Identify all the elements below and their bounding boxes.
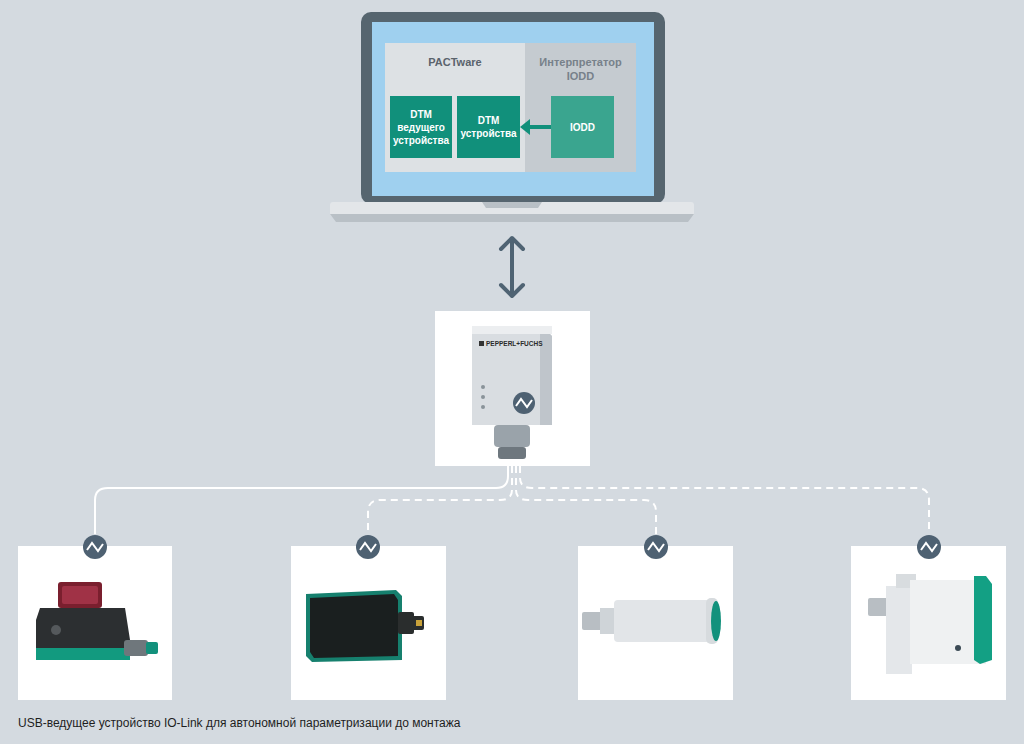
panel-title: PACTware (385, 43, 525, 69)
io-link-icon (83, 535, 941, 559)
sensor-tile (578, 546, 733, 700)
interpreter-panel: Интерпретатор IODD IODD (525, 43, 636, 172)
caption: USB-ведущее устройство IO-Link для автон… (18, 716, 460, 731)
wire (516, 466, 656, 534)
iodd-box: IODD (551, 96, 614, 158)
box-label: DTM ведущего устройства (393, 108, 449, 147)
software-panel: PACTwareDTM ведущего устройства DTM устро… (385, 43, 525, 172)
master-connector (494, 425, 530, 447)
laptop-lid (361, 12, 665, 204)
led (481, 405, 485, 409)
wire (368, 466, 512, 534)
io-link-icon-mark (516, 399, 532, 407)
connector-arrow (520, 119, 551, 135)
box-label: DTM устройства (460, 114, 517, 140)
double-arrow (501, 238, 523, 296)
laptop-base-edge (330, 214, 694, 222)
io-link-icon (513, 392, 535, 414)
sensor-tile (291, 546, 446, 700)
dtm-box: DTM устройства (457, 96, 520, 158)
wire (95, 466, 508, 534)
led (481, 395, 485, 399)
dtm-box: DTM ведущего устройства (390, 96, 452, 158)
laptop-screen (372, 22, 654, 196)
box-label: IODD (570, 121, 595, 134)
photoelectric-sensor (36, 582, 158, 660)
pressure-sensor (868, 574, 992, 674)
sensor-tile (851, 546, 1006, 700)
wire (520, 466, 929, 534)
ultrasonic-sensor (582, 598, 721, 644)
laptop-notch (482, 202, 542, 208)
master-body (472, 332, 552, 425)
reflex-sensor (306, 590, 424, 662)
brand-mark (479, 341, 484, 346)
laptop-base (330, 202, 694, 216)
master-tile (435, 311, 590, 466)
brand-label: PEPPERL+FUCHS (486, 340, 543, 348)
led (481, 385, 485, 389)
sensor-tile (18, 546, 172, 700)
master-top (472, 326, 552, 334)
master-connector-end (498, 447, 526, 459)
panel-title: Интерпретатор IODD (525, 43, 636, 83)
